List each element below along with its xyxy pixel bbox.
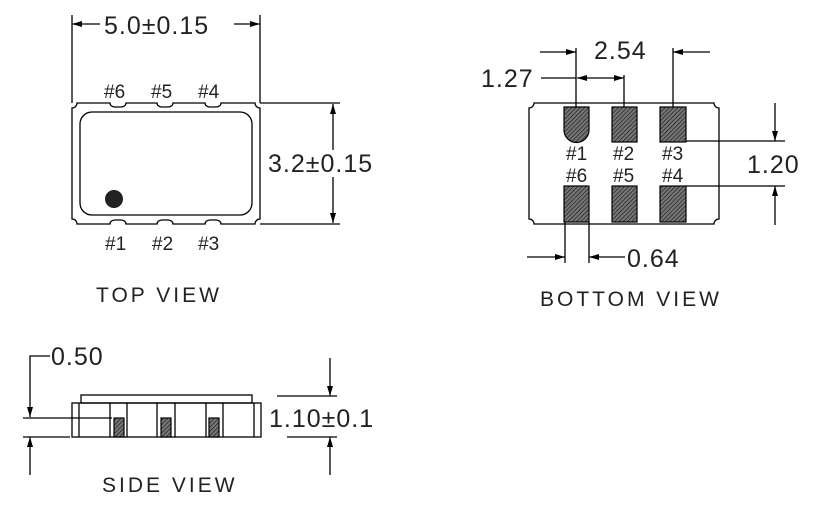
pin-label: #4 — [198, 82, 220, 103]
bottom-view-title: BOTTOM VIEW — [540, 288, 722, 311]
top-view-title: TOP VIEW — [96, 284, 222, 307]
pin-label: #6 — [104, 82, 125, 103]
half-pitch-dimension: 1.27 — [481, 65, 534, 93]
pin-label: #3 — [662, 144, 683, 165]
side-view: 0.50 1.10±0.1 SIDE VIEW — [23, 343, 374, 497]
pitch-dimension: 2.54 — [594, 37, 647, 65]
pin-label: #6 — [566, 166, 587, 187]
pin-label: #5 — [151, 82, 172, 103]
pin1-marker-dot — [105, 190, 123, 208]
pin-label: #3 — [198, 234, 219, 255]
height-dimension: 3.2±0.15 — [268, 150, 373, 178]
top-view-lid — [79, 111, 253, 216]
pin-label: #4 — [662, 166, 684, 187]
top-view-body-outline — [71, 102, 261, 225]
width-dimension: 5.0±0.15 — [104, 12, 209, 40]
pin-label: #1 — [566, 144, 587, 165]
top-view: 5.0±0.15 3.2±0.15 #6 #5 #4 #1 #2 #3 TOP … — [71, 12, 373, 307]
pad-2 — [611, 106, 638, 143]
thickness-dimension: 1.10±0.1 — [269, 405, 374, 433]
side-view-divisions — [78, 403, 255, 437]
dimension-arrow — [27, 355, 50, 417]
bottom-view: #1 #2 #3 #6 #5 #4 2.54 1.27 1.20 0.64 BO… — [481, 37, 800, 311]
side-pad — [208, 417, 220, 438]
side-view-lid — [80, 394, 253, 404]
pad-4 — [659, 185, 687, 223]
pin-label: #1 — [105, 234, 126, 255]
pad-6 — [563, 185, 590, 223]
side-pad — [160, 417, 172, 438]
pin-label: #2 — [613, 144, 634, 165]
pad-1 — [563, 106, 590, 144]
pad-5 — [611, 185, 638, 223]
bottom-view-body-outline — [528, 102, 720, 225]
pad-height-dimension: 0.50 — [51, 343, 104, 371]
pad-width-dimension: 0.64 — [627, 245, 680, 273]
side-pad — [113, 417, 125, 438]
pad-gap-dimension: 1.20 — [747, 151, 800, 179]
side-view-title: SIDE VIEW — [102, 474, 238, 497]
pad-3 — [659, 106, 687, 143]
pin-label: #2 — [152, 234, 173, 255]
pin-label: #5 — [613, 166, 634, 187]
